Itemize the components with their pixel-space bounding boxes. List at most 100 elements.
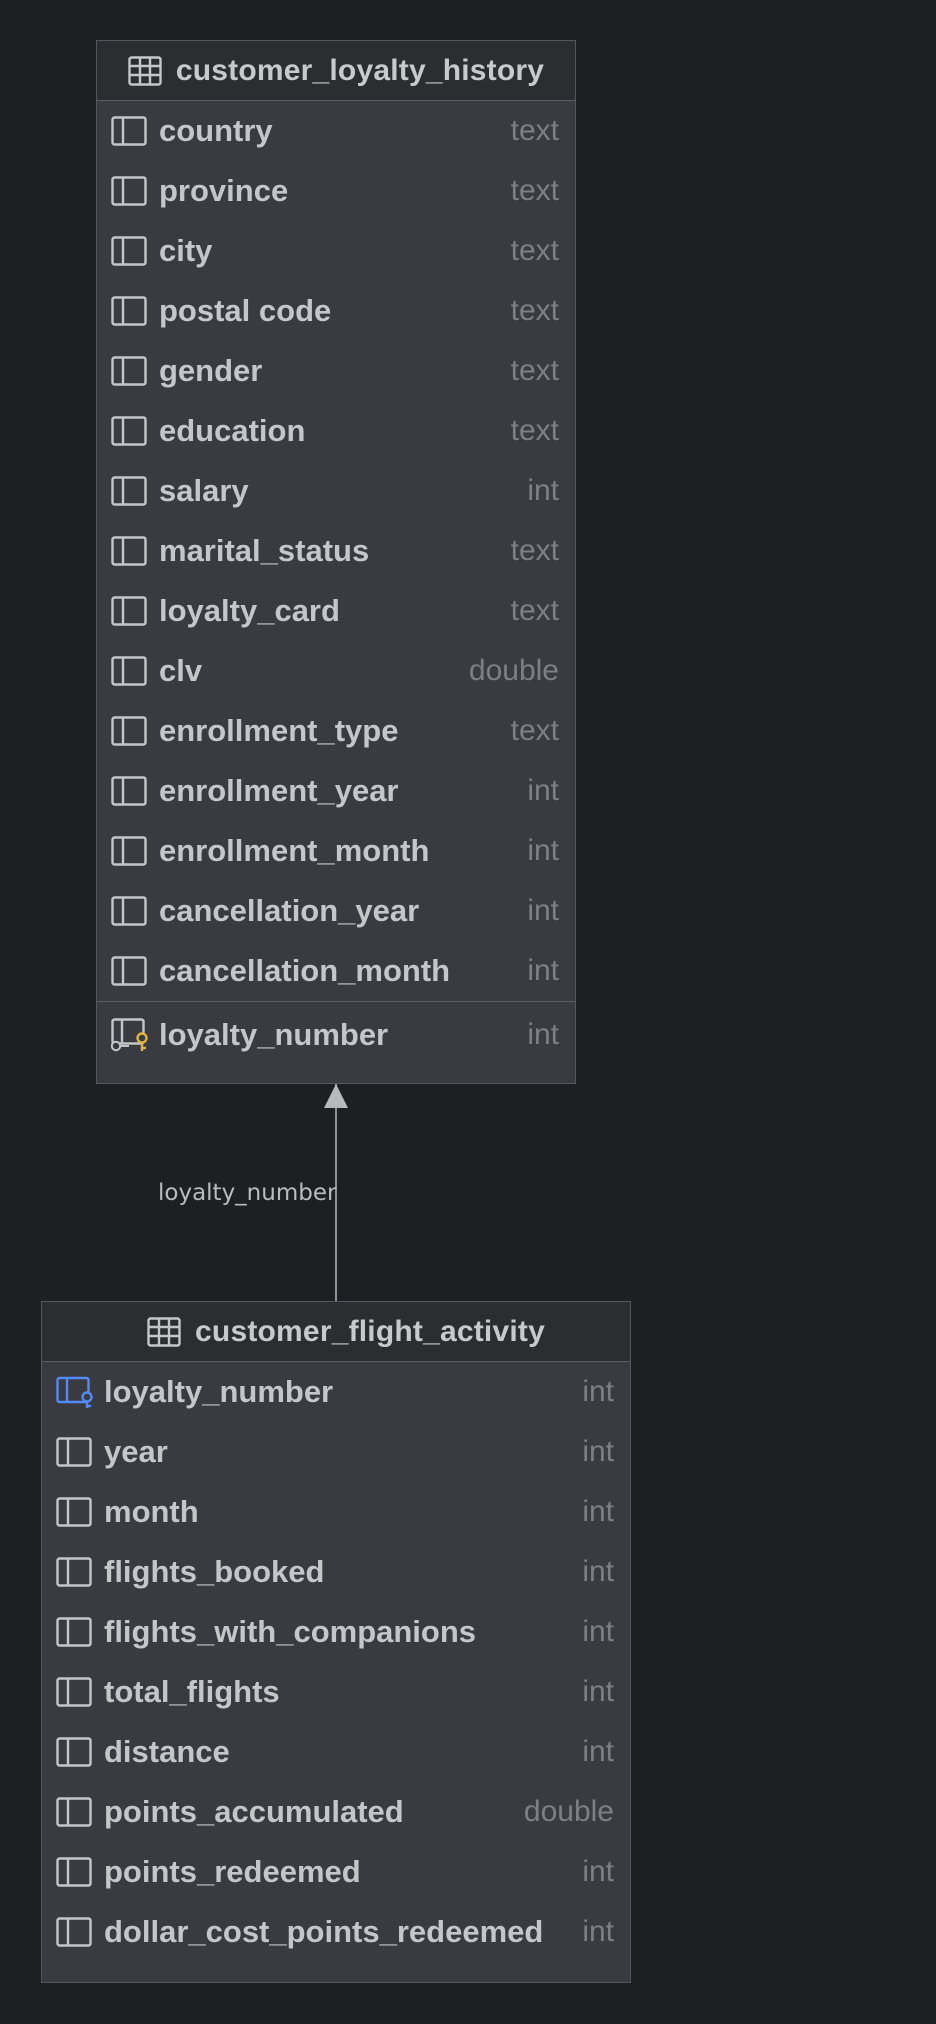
column-name: city bbox=[159, 233, 213, 268]
column-name: enrollment_month bbox=[159, 833, 430, 868]
table-header[interactable]: customer_flight_activity bbox=[42, 1302, 630, 1362]
column-name: flights_with_companions bbox=[104, 1614, 477, 1649]
column-icon bbox=[111, 656, 147, 686]
column-name: gender bbox=[159, 353, 263, 388]
column-row[interactable]: education text bbox=[111, 401, 575, 461]
table-header[interactable]: customer_loyalty_history bbox=[97, 41, 575, 101]
table-title: customer_flight_activity bbox=[195, 1314, 545, 1348]
column-icon bbox=[56, 1437, 92, 1467]
column-row[interactable]: loyalty_number int bbox=[56, 1362, 630, 1422]
column-name: education bbox=[159, 413, 306, 448]
column-type: text bbox=[510, 234, 559, 267]
primary-key-row[interactable]: loyalty_number int bbox=[97, 1001, 575, 1067]
column-icon bbox=[56, 1917, 92, 1947]
column-icon bbox=[111, 896, 147, 926]
column-row[interactable]: salary int bbox=[111, 461, 575, 521]
column-name: enrollment_year bbox=[159, 773, 399, 808]
foreign-key-icon bbox=[56, 1376, 93, 1408]
relation-line[interactable] bbox=[335, 1084, 337, 1302]
column-row[interactable]: enrollment_type text bbox=[111, 701, 575, 761]
column-icon bbox=[111, 836, 147, 866]
column-icon bbox=[111, 956, 147, 986]
column-name: year bbox=[104, 1434, 168, 1469]
column-row[interactable]: city text bbox=[111, 221, 575, 281]
column-row[interactable]: loyalty_card text bbox=[111, 581, 575, 641]
column-name: month bbox=[104, 1494, 199, 1529]
column-row[interactable]: cancellation_month int bbox=[111, 941, 575, 1001]
column-row[interactable]: postal code text bbox=[111, 281, 575, 341]
column-name: points_accumulated bbox=[104, 1794, 404, 1829]
column-row[interactable]: distance int bbox=[56, 1722, 630, 1782]
column-icon bbox=[56, 1497, 92, 1527]
column-type: double bbox=[468, 654, 559, 687]
table-icon bbox=[147, 1316, 181, 1347]
column-type: int bbox=[527, 1017, 559, 1051]
column-type: int bbox=[582, 1735, 614, 1768]
table-customer-flight-activity[interactable]: customer_flight_activity loyalty_number … bbox=[41, 1301, 631, 1983]
column-row[interactable]: cancellation_year int bbox=[111, 881, 575, 941]
column-icon bbox=[111, 596, 147, 626]
table-icon bbox=[128, 55, 162, 86]
column-type: text bbox=[510, 594, 559, 627]
column-name: distance bbox=[104, 1734, 230, 1769]
column-type: text bbox=[510, 114, 559, 147]
column-type: text bbox=[510, 714, 559, 747]
column-type: double bbox=[523, 1795, 614, 1828]
column-icon bbox=[111, 356, 147, 386]
column-row[interactable]: dollar_cost_points_redeemed int bbox=[56, 1902, 630, 1962]
column-row[interactable]: clv double bbox=[111, 641, 575, 701]
column-name: loyalty_number bbox=[159, 1016, 389, 1052]
column-name: salary bbox=[159, 473, 249, 508]
column-row[interactable]: points_redeemed int bbox=[56, 1842, 630, 1902]
column-type: int bbox=[527, 474, 559, 507]
column-icon bbox=[111, 536, 147, 566]
column-row[interactable]: month int bbox=[56, 1482, 630, 1542]
column-name: postal code bbox=[159, 293, 332, 328]
column-type: int bbox=[527, 774, 559, 807]
column-type: int bbox=[582, 1855, 614, 1888]
column-type: int bbox=[582, 1915, 614, 1948]
column-icon bbox=[111, 176, 147, 206]
column-name: flights_booked bbox=[104, 1554, 325, 1589]
column-type: text bbox=[510, 174, 559, 207]
column-icon bbox=[56, 1857, 92, 1887]
column-icon bbox=[56, 1797, 92, 1827]
column-type: int bbox=[527, 894, 559, 927]
column-type: text bbox=[510, 354, 559, 387]
column-row[interactable]: province text bbox=[111, 161, 575, 221]
column-row[interactable]: year int bbox=[56, 1422, 630, 1482]
column-row[interactable]: flights_with_companions int bbox=[56, 1602, 630, 1662]
column-icon bbox=[111, 776, 147, 806]
column-name: cancellation_year bbox=[159, 893, 420, 928]
table-title: customer_loyalty_history bbox=[175, 53, 545, 87]
column-type: int bbox=[582, 1615, 614, 1648]
column-icon bbox=[56, 1737, 92, 1767]
relation-label: loyalty_number bbox=[158, 1180, 337, 1206]
relation-arrowhead bbox=[324, 1084, 348, 1108]
column-name: dollar_cost_points_redeemed bbox=[104, 1914, 544, 1949]
column-name: points_redeemed bbox=[104, 1854, 361, 1889]
column-row[interactable]: points_accumulated double bbox=[56, 1782, 630, 1842]
column-row[interactable]: enrollment_month int bbox=[111, 821, 575, 881]
column-row[interactable]: total_flights int bbox=[56, 1662, 630, 1722]
column-row[interactable]: marital_status text bbox=[111, 521, 575, 581]
column-type: int bbox=[527, 834, 559, 867]
column-type: int bbox=[582, 1555, 614, 1588]
column-type: int bbox=[582, 1375, 614, 1408]
column-row[interactable]: gender text bbox=[111, 341, 575, 401]
column-row[interactable]: enrollment_year int bbox=[111, 761, 575, 821]
column-type: text bbox=[510, 294, 559, 327]
column-name: marital_status bbox=[159, 533, 370, 568]
column-name: loyalty_number bbox=[104, 1374, 334, 1409]
column-name: enrollment_type bbox=[159, 713, 399, 748]
column-icon bbox=[111, 296, 147, 326]
table-customer-loyalty-history[interactable]: customer_loyalty_history country text pr… bbox=[96, 40, 576, 1084]
column-icon bbox=[56, 1617, 92, 1647]
column-name: total_flights bbox=[104, 1674, 280, 1709]
column-name: country bbox=[159, 113, 273, 148]
column-type: int bbox=[527, 954, 559, 987]
column-row[interactable]: flights_booked int bbox=[56, 1542, 630, 1602]
column-row[interactable]: country text bbox=[111, 101, 575, 161]
column-icon bbox=[111, 236, 147, 266]
